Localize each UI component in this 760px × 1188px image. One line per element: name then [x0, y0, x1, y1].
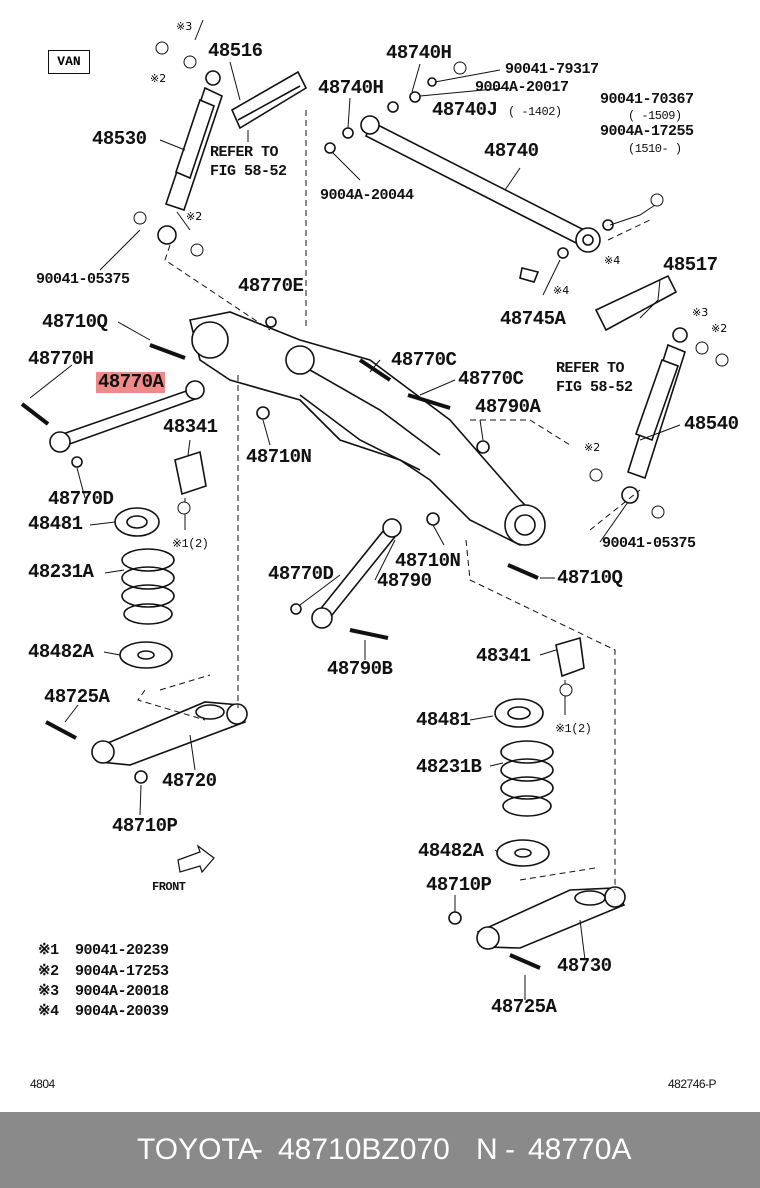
part-label-90041-70367[interactable]: 90041-70367 [600, 91, 694, 108]
page-code-right: 482746-P [668, 1077, 717, 1091]
part-label-48770D-2[interactable]: 48770D [268, 563, 334, 585]
part-label-48710N-2[interactable]: 48710N [395, 550, 461, 572]
part-label-90041-05375-left[interactable]: 90041-05375 [36, 271, 130, 288]
part-label-48341-left[interactable]: 48341 [163, 416, 218, 438]
lower-arm-48730 [476, 886, 626, 950]
lower-arm-48720 [91, 701, 248, 766]
note-label-1-left: ※1(2) [172, 537, 209, 551]
legend-value-4[interactable]: 9004A-20039 [75, 1003, 169, 1020]
footer-n: N [476, 1133, 498, 1166]
part-label-48770D[interactable]: 48770D [48, 488, 114, 510]
part-label-48231B[interactable]: 48231B [416, 756, 482, 778]
part-label-90041-05375-right[interactable]: 90041-05375 [602, 535, 696, 552]
part-label-48790B[interactable]: 48790B [327, 658, 393, 680]
legend-key-2: ※2 [38, 963, 59, 980]
note-label-1-right: ※1(2) [555, 722, 592, 736]
refer-to-label: REFER TO [210, 144, 279, 161]
range-label-1509: ( -1509) [628, 109, 682, 123]
van-badge: VAN [48, 50, 90, 74]
footer-brand: TOYOTA [137, 1133, 258, 1166]
range-label-48740J: ( -1402) [508, 105, 562, 119]
part-label-48516[interactable]: 48516 [208, 40, 263, 62]
part-label-48720[interactable]: 48720 [162, 770, 217, 792]
footer-separator: - [253, 1133, 263, 1166]
part-label-48745A[interactable]: 48745A [500, 308, 566, 330]
part-label-48740J[interactable]: 48740J [432, 99, 498, 121]
part-label-48770A-highlighted[interactable]: 48770A [96, 371, 166, 393]
footer-part-number: 48710BZ070 [278, 1133, 450, 1166]
part-label-48725A-2[interactable]: 48725A [491, 996, 557, 1018]
part-label-48770C[interactable]: 48770C [391, 349, 457, 371]
part-label-48481-right[interactable]: 48481 [416, 709, 471, 731]
lateral-rod-48740 [360, 115, 601, 253]
note-mark: ※2 [186, 210, 203, 223]
part-label-9004A-20044[interactable]: 9004A-20044 [320, 187, 414, 204]
exploded-view-drawing [20, 19, 729, 1000]
part-label-48517[interactable]: 48517 [663, 254, 718, 276]
refer-to-label-2: REFER TO [556, 360, 625, 377]
part-label-48482A-left[interactable]: 48482A [28, 641, 94, 663]
legend-key-3: ※3 [38, 983, 59, 1000]
part-label-48790A[interactable]: 48790A [475, 396, 541, 418]
part-label-48710Q[interactable]: 48710Q [42, 311, 108, 333]
part-label-48740[interactable]: 48740 [484, 140, 539, 162]
note-mark: ※2 [150, 72, 167, 85]
legend-value-2[interactable]: 9004A-17253 [75, 963, 169, 980]
part-label-48710P[interactable]: 48710P [112, 815, 178, 837]
part-label-48730[interactable]: 48730 [557, 955, 612, 977]
shock-absorber-48540 [621, 327, 688, 504]
note-mark: ※2 [711, 322, 728, 335]
shock-absorber-48530 [157, 70, 223, 245]
part-label-48790[interactable]: 48790 [377, 570, 432, 592]
part-label-48770H[interactable]: 48770H [28, 348, 94, 370]
coil-spring-48231A [121, 548, 175, 625]
part-label-48740H-top[interactable]: 48740H [386, 42, 452, 64]
link-48770A [49, 380, 205, 453]
parts-diagram: VAN 48516 48530 REFER TO FIG 58-52 90041… [20, 19, 740, 1091]
note-mark: ※3 [176, 20, 193, 33]
note-mark: ※3 [692, 306, 709, 319]
footer-bar: TOYOTA - 48710BZ070 N - 48770A [0, 1112, 760, 1188]
coil-spring-48231B [500, 740, 554, 817]
part-label-9004A-17255[interactable]: 9004A-17255 [600, 123, 694, 140]
part-label-48341-right[interactable]: 48341 [476, 645, 531, 667]
part-label-48710P-2[interactable]: 48710P [426, 874, 492, 896]
part-label-48710N[interactable]: 48710N [246, 446, 312, 468]
part-label-48710Q-2[interactable]: 48710Q [557, 567, 623, 589]
footer-ref-number: 48770A [528, 1133, 632, 1166]
part-label-9004A-20017[interactable]: 9004A-20017 [475, 79, 569, 96]
note-mark: ※2 [584, 441, 601, 454]
part-label-48770C-2[interactable]: 48770C [458, 368, 524, 390]
front-label: FRONT [152, 880, 186, 894]
part-label-48481-left[interactable]: 48481 [28, 513, 83, 535]
legend-value-1[interactable]: 90041-20239 [75, 942, 169, 959]
range-label-1510: (1510- ) [628, 142, 682, 156]
refer-fig-label[interactable]: FIG 58-52 [210, 163, 287, 180]
page-code-left: 4804 [30, 1077, 55, 1091]
note-mark: ※4 [553, 284, 570, 297]
part-label-90041-79317[interactable]: 90041-79317 [505, 61, 599, 78]
part-label-48530[interactable]: 48530 [92, 128, 147, 150]
part-label-48540[interactable]: 48540 [684, 413, 739, 435]
part-label-48231A[interactable]: 48231A [28, 561, 94, 583]
footer-separator-2: - [505, 1133, 515, 1166]
part-label-48740H[interactable]: 48740H [318, 77, 384, 99]
legend-key-1: ※1 [38, 942, 59, 959]
part-label-48725A[interactable]: 48725A [44, 686, 110, 708]
axle-beam [189, 311, 546, 547]
legend-value-3[interactable]: 9004A-20018 [75, 983, 169, 1000]
refer-fig-label-2[interactable]: FIG 58-52 [556, 379, 633, 396]
part-label-48770E[interactable]: 48770E [238, 275, 304, 297]
legend-key-4: ※4 [38, 1003, 59, 1020]
note-mark: ※4 [604, 254, 621, 267]
part-label-48482A-right[interactable]: 48482A [418, 840, 484, 862]
